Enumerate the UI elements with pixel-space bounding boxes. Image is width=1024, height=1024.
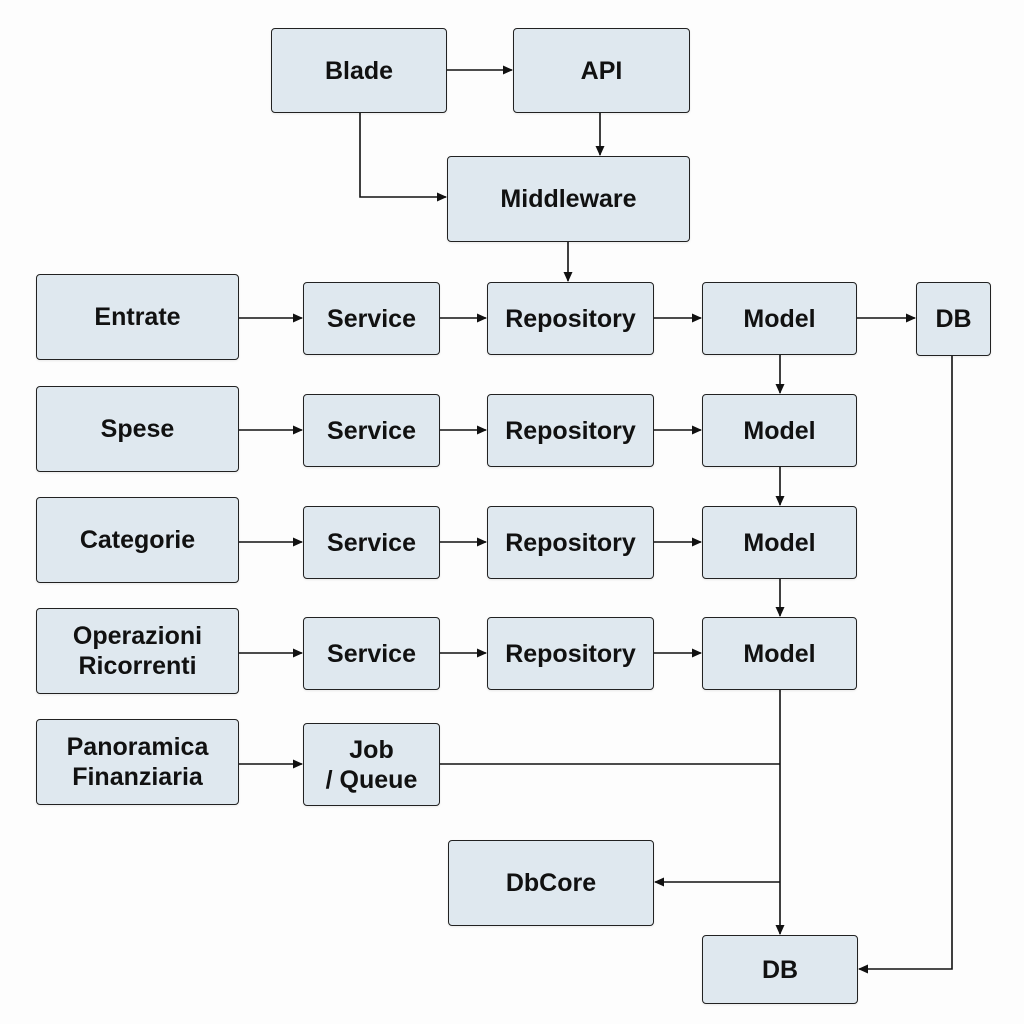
repository-node-4: Repository	[487, 617, 654, 690]
operazioni-ricorrenti-node: Operazioni Ricorrenti	[36, 608, 239, 694]
repository-node-1: Repository	[487, 282, 654, 355]
api-node: API	[513, 28, 690, 113]
spese-node: Spese	[36, 386, 239, 472]
model-node-2: Model	[702, 394, 857, 467]
job-queue-node: Job / Queue	[303, 723, 440, 806]
entrate-node: Entrate	[36, 274, 239, 360]
service-node-3: Service	[303, 506, 440, 579]
service-node-1: Service	[303, 282, 440, 355]
categorie-node: Categorie	[36, 497, 239, 583]
service-node-4: Service	[303, 617, 440, 690]
dbcore-node: DbCore	[448, 840, 654, 926]
db-node-bottom: DB	[702, 935, 858, 1004]
arrow-blade-to-middleware	[359, 113, 447, 202]
middleware-node: Middleware	[447, 156, 690, 242]
model-node-1: Model	[702, 282, 857, 355]
arrow-db-top-to-db-bottom	[858, 356, 953, 974]
repository-node-2: Repository	[487, 394, 654, 467]
db-node-top: DB	[916, 282, 991, 356]
blade-node: Blade	[271, 28, 447, 113]
panoramica-finanziaria-node: Panoramica Finanziaria	[36, 719, 239, 805]
service-node-2: Service	[303, 394, 440, 467]
repository-node-3: Repository	[487, 506, 654, 579]
model-node-4: Model	[702, 617, 857, 690]
model-node-3: Model	[702, 506, 857, 579]
